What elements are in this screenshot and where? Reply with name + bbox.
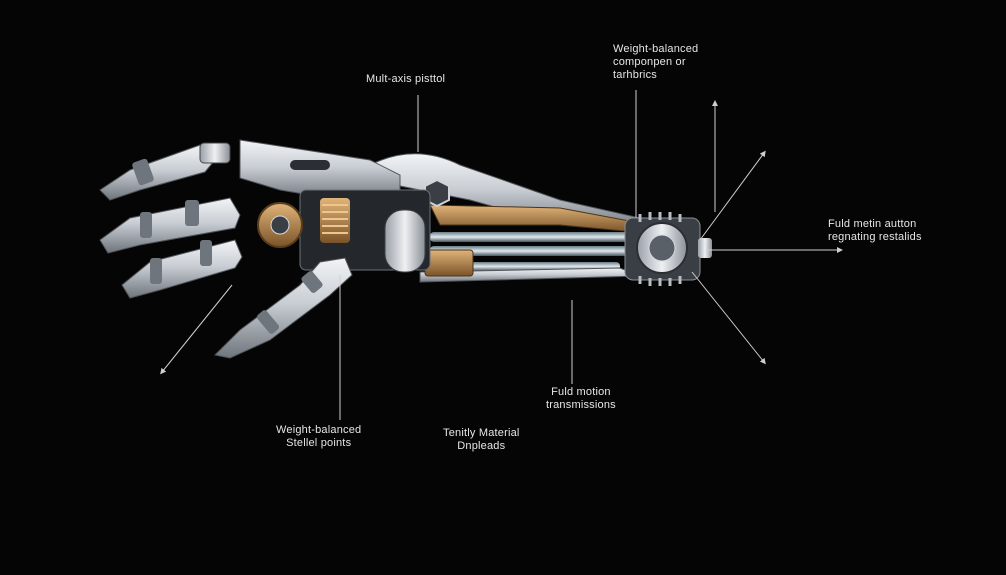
bronze-frame xyxy=(430,205,635,232)
wrist-slot xyxy=(290,160,330,170)
label-fluid-motion: Fuld motion transmissions xyxy=(546,386,616,412)
label-line: componpen or xyxy=(613,56,698,69)
label-line: Fuld metin autton xyxy=(828,218,922,231)
label-line: Tenitly Material xyxy=(443,427,520,440)
label-weight-balanced-top: Weight-balanced componpen or tarhbrics xyxy=(613,43,698,82)
pointer-arrow-down-right xyxy=(692,272,764,362)
label-line: regnating restalids xyxy=(828,231,922,244)
pointer-arrow-down-left xyxy=(162,285,232,372)
pointer-arrow-up-right xyxy=(700,153,764,240)
elbow-gear-core xyxy=(649,235,675,261)
label-weight-balanced-bottom: Weight-balanced Stellel points xyxy=(276,424,361,450)
motor-cylinder xyxy=(385,210,425,272)
hand-gear-core xyxy=(271,216,289,234)
elbow-end-cap xyxy=(698,238,712,258)
label-fluid-right: Fuld metin autton regnating restalids xyxy=(828,218,922,244)
finger-thumb xyxy=(215,258,352,358)
label-line: transmissions xyxy=(546,399,616,412)
label-line: tarhbrics xyxy=(613,69,698,82)
label-line: Dnpleads xyxy=(443,440,520,453)
label-line: Weight-balanced xyxy=(613,43,698,56)
finger-ring xyxy=(122,240,242,298)
hydraulic-rod-upper xyxy=(430,232,630,242)
label-line: Fuld motion xyxy=(546,386,616,399)
label-line: Weight-balanced xyxy=(276,424,361,437)
label-multi-axis-pistol: Mult-axis pisttol xyxy=(366,73,445,86)
finger-index xyxy=(100,143,230,200)
label-line: Stellel points xyxy=(276,437,361,450)
bronze-block xyxy=(425,250,473,276)
label-line: Mult-axis pisttol xyxy=(366,73,445,86)
label-tenitly-material: Tenitly Material Dnpleads xyxy=(443,427,520,453)
